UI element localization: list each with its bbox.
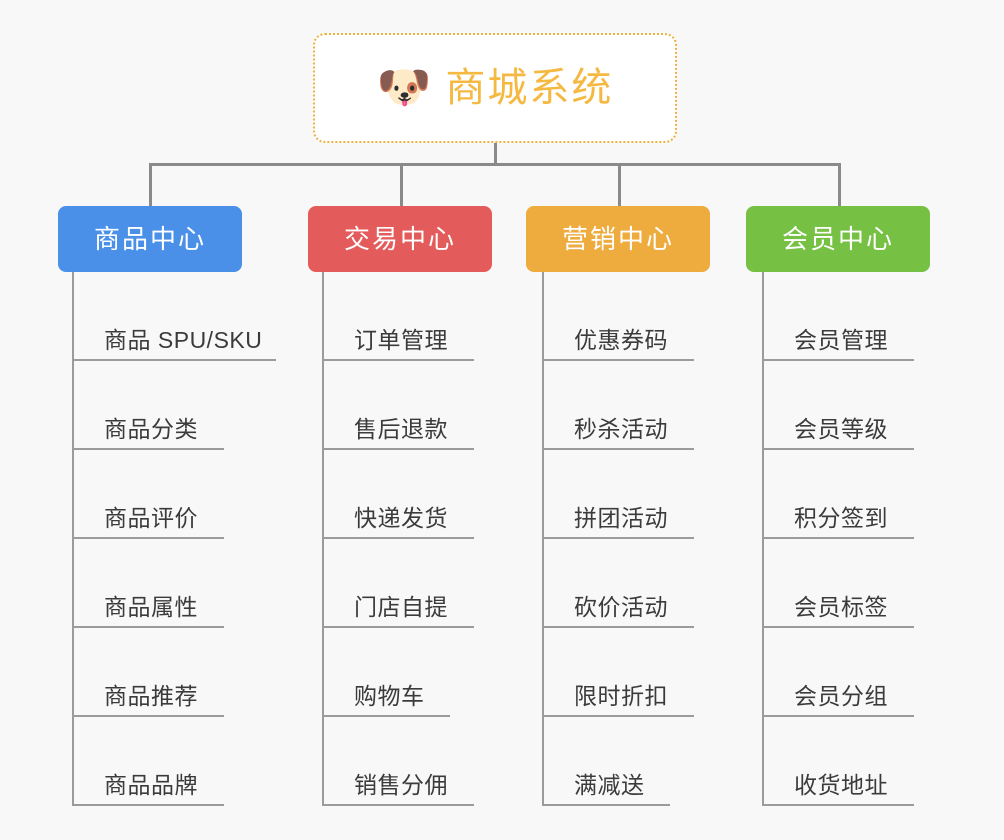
connector-drop-member xyxy=(838,163,841,207)
connector-drop-marketing xyxy=(618,163,621,207)
category-label: 交易中心 xyxy=(343,224,456,254)
leaf-column-product-center: 商品 SPU/SKU 商品分类 商品评价 商品属性 商品推荐 商品品牌 xyxy=(72,272,276,806)
leaf-item-label: 拼团活动 xyxy=(574,505,668,531)
leaf-item-label: 秒杀活动 xyxy=(574,416,668,442)
leaf-underline xyxy=(762,537,914,539)
leaf-underline xyxy=(72,537,224,539)
root-node-shop-system[interactable]: 🐶 商城系统 xyxy=(313,33,677,143)
leaf-underline xyxy=(322,448,474,450)
leaf-underline xyxy=(762,804,914,806)
dog-face-icon: 🐶 xyxy=(376,63,432,112)
leaf-item-label: 收货地址 xyxy=(794,772,888,798)
root-node-label: 商城系统 xyxy=(445,66,614,110)
leaf-item-label: 优惠券码 xyxy=(574,327,668,353)
leaf-item-coupon-code[interactable]: 优惠券码 xyxy=(542,272,694,361)
leaf-item-label: 商品推荐 xyxy=(104,683,198,709)
leaf-item-points-checkin[interactable]: 积分签到 xyxy=(762,450,914,539)
leaf-underline xyxy=(72,626,224,628)
leaf-item-label: 购物车 xyxy=(354,683,425,709)
leaf-underline xyxy=(72,448,224,450)
leaf-item-label: 商品评价 xyxy=(104,505,198,531)
leaf-item-label: 销售分佣 xyxy=(354,772,448,798)
leaf-item-express-shipping[interactable]: 快递发货 xyxy=(322,450,474,539)
leaf-spine xyxy=(322,272,324,806)
leaf-item-label: 商品属性 xyxy=(104,594,198,620)
leaf-underline xyxy=(762,626,914,628)
leaf-item-label: 门店自提 xyxy=(354,594,448,620)
leaf-underline xyxy=(72,715,224,717)
connector-drop-product xyxy=(149,163,152,207)
leaf-item-bargain[interactable]: 砍价活动 xyxy=(542,539,694,628)
leaf-item-member-group[interactable]: 会员分组 xyxy=(762,628,914,717)
connector-horizontal-bus xyxy=(150,163,840,166)
leaf-column-member-center: 会员管理 会员等级 积分签到 会员标签 会员分组 收货地址 xyxy=(762,272,914,806)
category-box-marketing-center[interactable]: 营销中心 xyxy=(526,206,710,272)
leaf-item-label: 订单管理 xyxy=(354,327,448,353)
leaf-column-marketing-center: 优惠券码 秒杀活动 拼团活动 砍价活动 限时折扣 满减送 xyxy=(542,272,694,806)
leaf-underline xyxy=(542,359,694,361)
leaf-item-label: 砍价活动 xyxy=(574,594,668,620)
leaf-item-limited-time-discount[interactable]: 限时折扣 xyxy=(542,628,694,717)
leaf-item-label: 会员分组 xyxy=(794,683,888,709)
leaf-underline xyxy=(322,804,474,806)
leaf-item-shopping-cart[interactable]: 购物车 xyxy=(322,628,450,717)
leaf-underline xyxy=(542,537,694,539)
leaf-item-product-attribute[interactable]: 商品属性 xyxy=(72,539,262,628)
leaf-item-product-recommend[interactable]: 商品推荐 xyxy=(72,628,262,717)
leaf-underline xyxy=(762,359,914,361)
leaf-underline xyxy=(542,804,670,806)
leaf-item-label: 满减送 xyxy=(574,772,645,798)
category-label: 营销中心 xyxy=(561,224,674,254)
leaf-underline xyxy=(542,715,694,717)
leaf-item-flash-sale[interactable]: 秒杀活动 xyxy=(542,361,694,450)
leaf-item-label: 快递发货 xyxy=(354,505,448,531)
leaf-underline xyxy=(322,359,474,361)
leaf-item-product-review[interactable]: 商品评价 xyxy=(72,450,262,539)
leaf-item-product-spu-sku[interactable]: 商品 SPU/SKU xyxy=(72,272,276,361)
category-label: 商品中心 xyxy=(93,224,206,254)
leaf-underline xyxy=(762,448,914,450)
category-box-member-center[interactable]: 会员中心 xyxy=(746,206,930,272)
leaf-underline xyxy=(762,715,914,717)
leaf-item-label: 会员标签 xyxy=(794,594,888,620)
leaf-item-label: 商品品牌 xyxy=(104,772,198,798)
connector-root-stem xyxy=(494,143,497,165)
leaf-item-label: 积分签到 xyxy=(794,505,888,531)
leaf-item-label: 商品分类 xyxy=(104,416,198,442)
leaf-underline xyxy=(322,626,474,628)
leaf-item-group-buy[interactable]: 拼团活动 xyxy=(542,450,694,539)
leaf-item-label: 商品 SPU/SKU xyxy=(104,327,263,353)
leaf-item-member-management[interactable]: 会员管理 xyxy=(762,272,914,361)
leaf-spine xyxy=(762,272,764,806)
leaf-column-trade-center: 订单管理 售后退款 快递发货 门店自提 购物车 销售分佣 xyxy=(322,272,474,806)
leaf-underline xyxy=(72,359,276,361)
leaf-underline xyxy=(72,804,224,806)
leaf-item-store-pickup[interactable]: 门店自提 xyxy=(322,539,474,628)
leaf-item-shipping-address[interactable]: 收货地址 xyxy=(762,717,914,806)
leaf-item-full-reduction-gift[interactable]: 满减送 xyxy=(542,717,670,806)
leaf-item-after-sales-refund[interactable]: 售后退款 xyxy=(322,361,474,450)
connector-drop-trade xyxy=(400,163,403,207)
leaf-item-product-brand[interactable]: 商品品牌 xyxy=(72,717,262,806)
leaf-item-label: 限时折扣 xyxy=(574,683,668,709)
leaf-item-sales-commission[interactable]: 销售分佣 xyxy=(322,717,474,806)
leaf-item-label: 会员等级 xyxy=(794,416,888,442)
category-box-product-center[interactable]: 商品中心 xyxy=(58,206,242,272)
leaf-item-order-management[interactable]: 订单管理 xyxy=(322,272,474,361)
leaf-item-member-tag[interactable]: 会员标签 xyxy=(762,539,914,628)
category-label: 会员中心 xyxy=(781,224,894,254)
leaf-item-label: 售后退款 xyxy=(354,416,448,442)
leaf-item-product-category[interactable]: 商品分类 xyxy=(72,361,262,450)
leaf-underline xyxy=(322,715,450,717)
leaf-underline xyxy=(542,626,694,628)
leaf-item-member-level[interactable]: 会员等级 xyxy=(762,361,914,450)
leaf-item-label: 会员管理 xyxy=(794,327,888,353)
leaf-spine xyxy=(72,272,74,806)
leaf-underline xyxy=(322,537,474,539)
leaf-spine xyxy=(542,272,544,806)
leaf-underline xyxy=(542,448,694,450)
category-box-trade-center[interactable]: 交易中心 xyxy=(308,206,492,272)
